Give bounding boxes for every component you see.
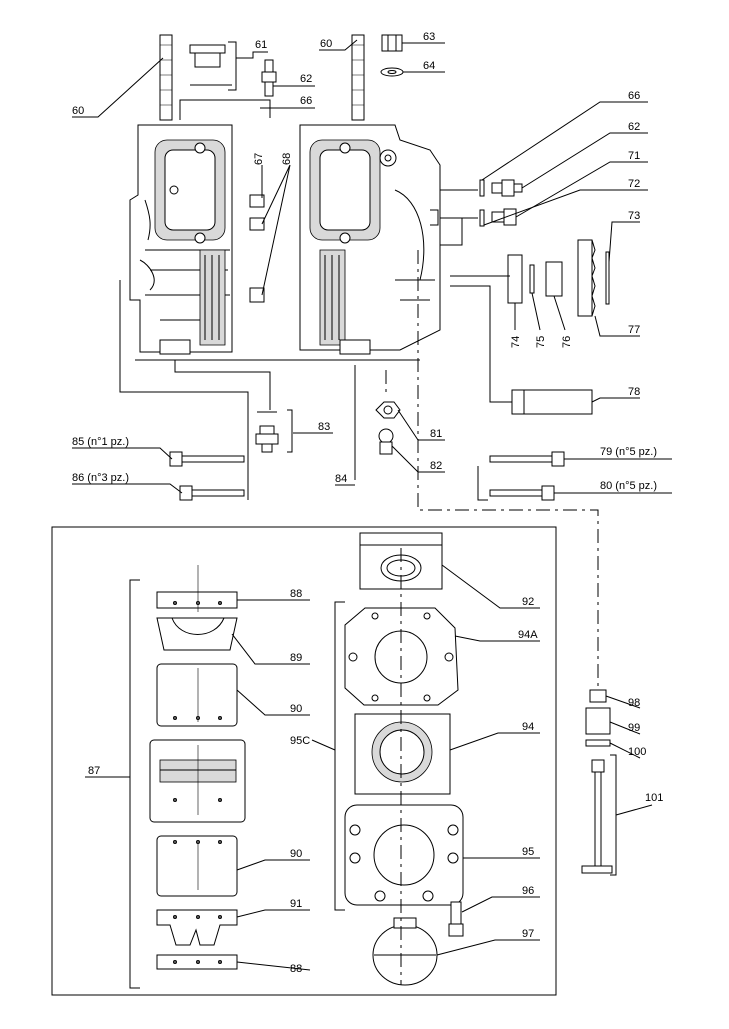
label-74: 74 [510, 336, 522, 348]
tube-78 [511, 389, 593, 415]
label-62-right: 62 [628, 121, 640, 133]
label-99: 99 [628, 722, 640, 734]
bushings-67-68 [249, 194, 265, 303]
sprocket-77 [577, 239, 596, 317]
label-77: 77 [628, 324, 640, 336]
label-95: 95 [522, 846, 534, 858]
label-92: 92 [522, 596, 534, 608]
bolt-85 [169, 451, 245, 467]
label-71: 71 [628, 150, 640, 162]
label-82: 82 [430, 460, 442, 472]
callout-labels: 60 61 62 66 67 68 60 63 64 66 62 71 72 7… [72, 31, 663, 975]
label-75: 75 [535, 336, 547, 348]
sleeve-99 [585, 707, 611, 735]
bracket-87 [129, 579, 140, 989]
tooling-kit-frame [51, 526, 557, 996]
label-78: 78 [628, 386, 640, 398]
circlip-73 [605, 251, 610, 305]
cradle-89 [156, 617, 238, 651]
label-89: 89 [290, 652, 302, 664]
label-84: 84 [335, 473, 347, 485]
label-90-bottom: 90 [290, 848, 302, 860]
left-crankcase-half [129, 124, 233, 355]
label-81: 81 [430, 428, 442, 440]
rod-101 [581, 754, 617, 876]
right-crankcase-half [299, 124, 441, 355]
label-79: 79 (n°5 pz.) [600, 446, 657, 458]
label-86: 86 (n°3 pz.) [72, 472, 129, 484]
nut-81 [375, 401, 401, 419]
label-91: 91 [290, 898, 302, 910]
oring-75 [529, 264, 535, 294]
nut-63 [381, 34, 403, 52]
label-62-top: 62 [300, 73, 312, 85]
label-97: 97 [522, 928, 534, 940]
flange-95 [344, 804, 464, 906]
zigzag-66-leader [179, 99, 271, 120]
bolt-86 [179, 485, 245, 501]
label-60-right: 60 [320, 38, 332, 50]
plate-88-bottom [156, 954, 238, 970]
assembly-lines [119, 189, 599, 690]
drain-plug-83 [255, 409, 293, 453]
label-94A: 94A [518, 629, 538, 641]
washer-72 [479, 209, 485, 227]
fixture-block [149, 739, 246, 823]
bracket-95C [334, 601, 345, 911]
label-66-right: 66 [628, 90, 640, 102]
label-64: 64 [423, 60, 435, 72]
label-60-left: 60 [72, 105, 84, 117]
stud-60-right [351, 34, 365, 121]
label-101: 101 [645, 792, 663, 804]
bolt-80 [489, 485, 555, 501]
label-96: 96 [522, 885, 534, 897]
plug-82 [378, 428, 394, 455]
plate-90-bottom [156, 835, 238, 897]
bushing-94 [354, 713, 451, 795]
label-98: 98 [628, 697, 640, 709]
label-72: 72 [628, 178, 640, 190]
washer-66-right [479, 179, 485, 197]
washer-100 [585, 739, 611, 747]
label-67: 67 [253, 153, 265, 165]
label-80: 80 (n°5 pz.) [600, 480, 657, 492]
hose-clamp-97 [372, 917, 438, 986]
washer-64 [380, 67, 404, 77]
fitting-62-right [491, 179, 523, 197]
plate-90-top [156, 663, 238, 727]
label-87: 87 [88, 765, 100, 777]
label-63: 63 [423, 31, 435, 43]
label-61: 61 [255, 39, 267, 51]
plate-88-top [156, 565, 238, 612]
cap-98 [589, 689, 607, 703]
fitting-71 [491, 208, 517, 226]
stud-60-left [159, 34, 173, 121]
label-88-top: 88 [290, 588, 302, 600]
clamp-91 [156, 909, 238, 946]
label-66-top: 66 [300, 95, 312, 107]
bolt-79 [489, 451, 565, 467]
label-76: 76 [561, 336, 573, 348]
label-68: 68 [281, 153, 293, 165]
hub-76 [545, 261, 563, 297]
plug-61 [189, 41, 237, 91]
spacer-74 [507, 254, 523, 304]
label-90-top: 90 [290, 703, 302, 715]
label-83: 83 [318, 421, 330, 433]
bolt-96 [448, 901, 464, 937]
label-100: 100 [628, 746, 646, 758]
label-85: 85 (n°1 pz.) [72, 436, 129, 448]
fitting-62-top [260, 59, 278, 109]
label-88-bottom: 88 [290, 963, 302, 975]
leader-lines [72, 39, 672, 971]
label-95C: 95C [290, 735, 310, 747]
label-73: 73 [628, 210, 640, 222]
label-94: 94 [522, 721, 534, 733]
